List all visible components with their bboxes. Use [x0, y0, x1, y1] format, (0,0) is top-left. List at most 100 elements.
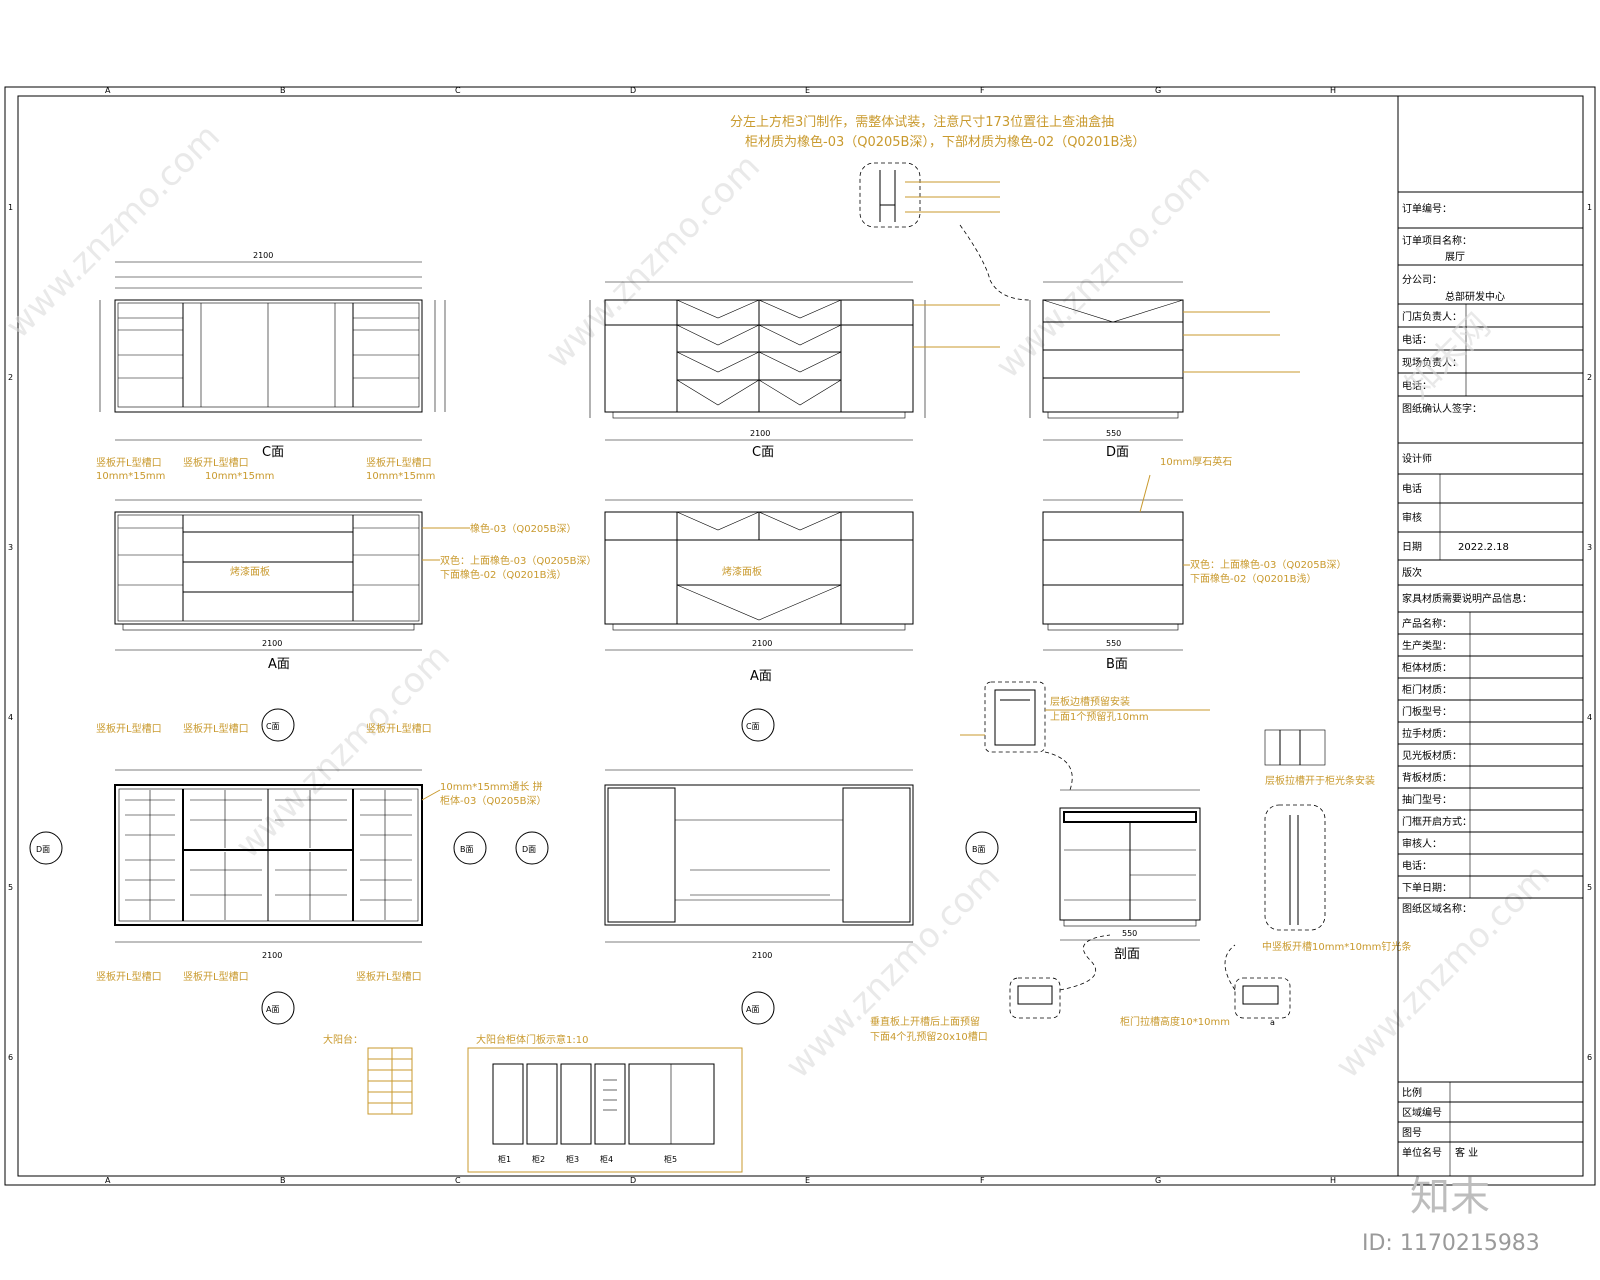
tb-row-18-label: 门板型号： — [1402, 705, 1452, 718]
grid-col-h-bottom: H — [1330, 1176, 1336, 1185]
marker-d-left — [29, 831, 63, 865]
schedule-panel: 大阳台柜体门板示意1:10 柜1 柜2 柜3 柜4 柜5 — [467, 1033, 743, 1173]
note-line-1: 分左上方柜3门制作，需整体试装，注意尺寸173位置往上查油盒抽 — [730, 114, 1114, 130]
plan-total-dim: 2100 — [262, 951, 282, 960]
grid-col-e-top: E — [805, 86, 810, 95]
grid-row-1: 1 — [8, 203, 13, 212]
d-width-dim: 550 — [1106, 429, 1121, 438]
watermark-logo: 知末 — [1410, 1174, 1490, 1220]
schedule-label-5: 柜5 — [664, 1154, 677, 1164]
view-label-b1: B面 — [1106, 657, 1128, 672]
tb-row-16-label: 柜体材质： — [1402, 661, 1452, 674]
grid-col-c-bottom: C — [455, 1176, 461, 1185]
tb-row-22-label: 抽门型号： — [1402, 793, 1452, 806]
callout-color-top: 橡色-03（Q0205B深） — [470, 522, 577, 535]
tb-bottom-3-value: 客 业 — [1455, 1146, 1478, 1159]
tb-row-8-label: 设计师 — [1402, 452, 1432, 465]
grid-row-6: 6 — [8, 1053, 13, 1062]
marker-a1-label: A面 — [266, 1005, 279, 1014]
marker-c1-label: C面 — [266, 722, 280, 731]
watermark-text-2: www.znzmo.com — [538, 146, 768, 376]
marker-c2-label: C面 — [746, 722, 760, 731]
elevation-a-center: 烤漆面板 2100 A面 — [604, 499, 914, 684]
detail-bubble-lower: 垂直板上开槽后上面预留 下面4个孔预留20x10槽口 柜门拉槽高度10*10mm… — [870, 934, 1291, 1043]
grid-col-f-bottom: F — [980, 1176, 985, 1185]
title-block: 订单编号： 订单项目名称： 展厅 分公司： 总部研发中心 门店负责人： 电话： … — [1397, 95, 1584, 1177]
tb-bottom-1-label: 区域编号 — [1402, 1106, 1442, 1119]
tb-row-24-label: 审核人： — [1402, 837, 1442, 850]
plan-left: C面 A面 D面 B面 竖板开L型槽口 竖板开L型槽口 竖板开L型槽口 — [29, 708, 547, 1025]
tb-row-4-label: 电话： — [1402, 333, 1432, 346]
watermark-id: ID: 1170215983 — [1362, 1231, 1540, 1256]
section-width-dim: 550 — [1122, 929, 1137, 938]
callout-slot-right: 竖板开L型槽口 — [366, 456, 432, 469]
watermark-text-5: www.znzmo.com — [778, 856, 1008, 1086]
tb-bottom-2-label: 图号 — [1402, 1127, 1422, 1139]
tb-row-19-label: 拉手材质： — [1402, 727, 1452, 740]
marker-b1-label: B面 — [460, 845, 474, 854]
grid-row-3: 3 — [8, 543, 13, 552]
a2-total-dim: 2100 — [752, 639, 772, 648]
callout-slot-left-size: 10mm*15mm — [96, 471, 165, 482]
grid-col-c-top: C — [455, 86, 461, 95]
callout-right-note: 层板拉槽开于柜光条安装 — [1265, 774, 1375, 787]
callout-plan-note-b: 柜体-03（Q0205B深） — [440, 794, 547, 807]
marker-a-bottom-center — [741, 991, 775, 1025]
grid-col-d-top: D — [630, 86, 636, 95]
detail-bubble-mid: 层板边槽预留安装 上面1个预留孔10mm — [960, 681, 1210, 791]
callout-plan-bottom-2: 竖板开L型槽口 — [183, 970, 249, 983]
view-label-c1: C面 — [262, 445, 284, 460]
view-label-d1: D面 — [1106, 445, 1129, 460]
callout-plan-note: 10mm*15mm通长 拼 — [440, 780, 543, 793]
grid-col-g-top: G — [1155, 86, 1161, 95]
grid-row-4-right: 4 — [1587, 713, 1592, 722]
callout-plan-bottom-1: 竖板开L型槽口 — [96, 970, 162, 983]
view-label-c2: C面 — [752, 445, 774, 460]
tb-row-1-value: 展厅 — [1445, 251, 1465, 263]
schedule-label-3: 柜3 — [566, 1154, 579, 1164]
tb-row-13-label: 家具材质需要说明产品信息： — [1402, 592, 1532, 605]
grid-col-h-top: H — [1330, 86, 1336, 95]
callout-slot-right-size: 10mm*15mm — [366, 471, 435, 482]
tb-row-0-label: 订单编号： — [1402, 202, 1452, 215]
tb-row-2-label: 分公司： — [1402, 274, 1442, 286]
panel-label-a2: 烤漆面板 — [722, 565, 762, 578]
elevation-c-center: 2100 C面 — [589, 281, 1000, 460]
grid-col-f-top: F — [980, 86, 985, 95]
tb-row-10-label: 审核 — [1402, 511, 1422, 524]
elevation-d: 550 D面 — [1029, 281, 1300, 460]
tb-row-27-label: 图纸区域名称： — [1402, 902, 1472, 915]
panel-label-a1: 烤漆面板 — [230, 565, 270, 578]
tb-row-21-label: 背板材质： — [1402, 771, 1452, 784]
marker-d2-label: D面 — [522, 845, 536, 854]
c2-total-dim: 2100 — [750, 429, 770, 438]
marker-a2-label: A面 — [746, 1005, 759, 1014]
tb-row-7-label: 图纸确认人签字： — [1402, 402, 1482, 415]
tb-row-2-value: 总部研发中心 — [1445, 290, 1505, 303]
callout-lower-note-3: 柜门拉槽高度10*10mm — [1120, 1015, 1230, 1028]
view-label-a1: A面 — [268, 657, 290, 672]
callout-color-two-b2: 下面橡色-02（Q0201B浅） — [1190, 572, 1317, 585]
callout-slot-mid-size: 10mm*15mm — [205, 471, 274, 482]
grid-row-2-right: 2 — [1587, 373, 1592, 382]
elevation-b: 10mm厚石英石 双色：上面橡色-03（Q0205B深） 下面橡色-02（Q02… — [1042, 455, 1347, 672]
a1-total-dim: 2100 — [262, 639, 282, 648]
schedule-label-2: 柜2 — [532, 1154, 545, 1164]
callout-plan-slot-2: 竖板开L型槽口 — [183, 722, 249, 735]
marker-b2-label: B面 — [972, 845, 986, 854]
callout-mid-note: 中竖板开槽10mm*10mm钉光条 — [1262, 940, 1411, 953]
tb-row-3-label: 门店负责人： — [1402, 310, 1462, 323]
tb-bottom-3-label: 单位名号 — [1402, 1146, 1442, 1159]
grid-row-6-right: 6 — [1587, 1053, 1592, 1062]
grid-col-a-top: A — [105, 86, 111, 95]
grid-col-g-bottom: G — [1155, 1176, 1161, 1185]
view-label-section: 剖面 — [1114, 947, 1140, 962]
watermark-text-4: www.znzmo.com — [228, 636, 458, 866]
tb-row-1-label: 订单项目名称： — [1402, 234, 1472, 247]
grid-col-e-bottom: E — [805, 1176, 810, 1185]
grid-col-b-top: B — [280, 86, 286, 95]
view-label-a2: A面 — [750, 669, 772, 684]
grid-column-labels: A B C D E F G H A B C D E F G H — [105, 86, 1336, 1185]
callout-lower-note-2: 下面4个孔预留20x10槽口 — [870, 1030, 988, 1043]
